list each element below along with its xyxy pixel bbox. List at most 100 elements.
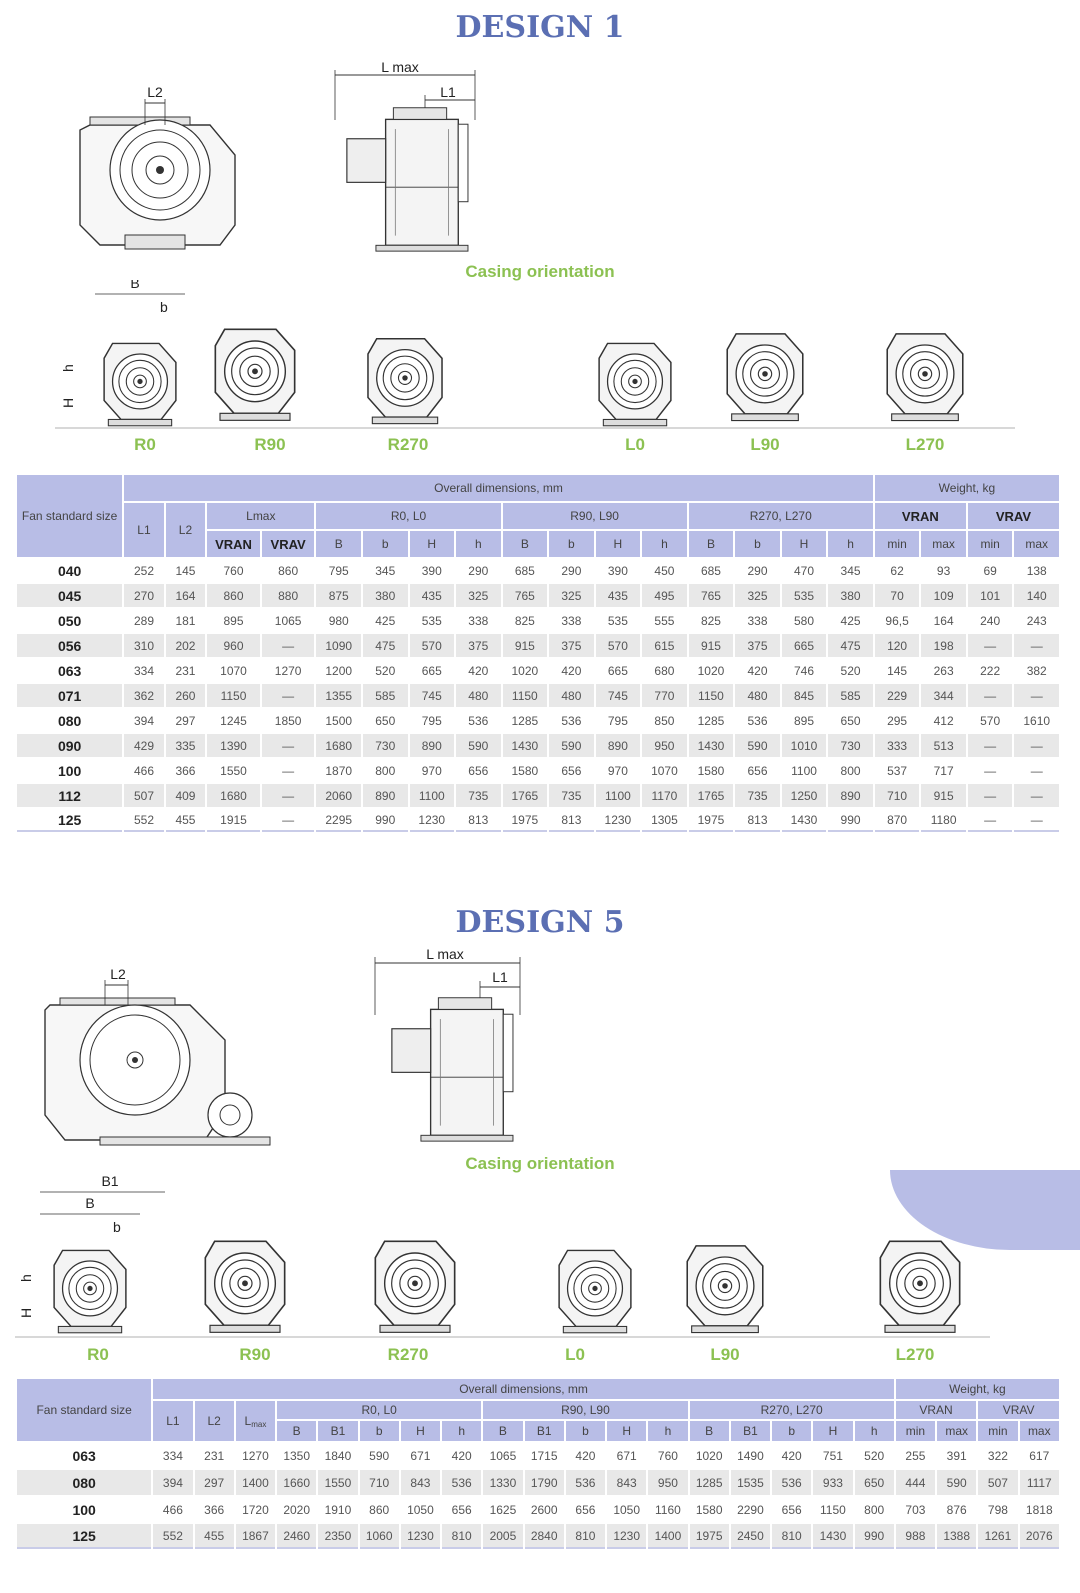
orientation-label-l270: L270 (905, 435, 945, 454)
table-cell: 325 (549, 584, 594, 607)
table-cell: 1065 (274, 613, 302, 628)
fan-size-cell: 125 (17, 1524, 152, 1549)
table-cell: 138 (1026, 563, 1047, 578)
table-cell: 915 (688, 634, 734, 657)
table-cell: 380 (362, 584, 408, 607)
table-cell: 765 (502, 584, 548, 607)
table-cell: 2840 (524, 1524, 564, 1549)
sub-col-header: h (456, 531, 501, 557)
table-cell: 880 (261, 584, 315, 607)
table-cell: 1975 (502, 809, 548, 832)
table-cell: 570 (980, 713, 1001, 728)
table-cell: 1680 (207, 784, 260, 807)
table-cell: — (261, 784, 315, 807)
table-cell: — (1014, 634, 1059, 657)
table-cell: 810 (772, 1524, 812, 1549)
table-cell: 552 (124, 809, 164, 832)
table-cell: 252 (133, 563, 154, 578)
table-cell: 735 (549, 784, 594, 807)
orientation-label-l90: L90 (750, 435, 780, 454)
table-cell: 322 (987, 1448, 1008, 1463)
weight-vran-header: VRAN (895, 1401, 977, 1419)
table-cell: 656 (468, 763, 489, 778)
table-cell: 344 (921, 684, 966, 707)
table-cell: 825 (514, 613, 535, 628)
table-cell: 164 (165, 584, 206, 607)
table-cell: 665 (781, 634, 827, 657)
table-cell: 800 (864, 1502, 885, 1517)
l2-label: L2 (147, 85, 163, 100)
weight-vrav-header: VRAV (978, 1401, 1059, 1419)
table-cell: 394 (153, 1470, 193, 1495)
sub-col-header: b (565, 1421, 606, 1441)
table-cell: 101 (967, 584, 1013, 607)
table-cell: 590 (456, 734, 501, 757)
group-r0-l0-header: R0, L0 (277, 1401, 482, 1419)
table-cell: 240 (980, 613, 1001, 628)
table-cell: 1060 (359, 1524, 399, 1549)
table-cell: 656 (747, 763, 768, 778)
lmax-vran-header: VRAN (207, 531, 260, 557)
table-cell: 1180 (921, 809, 966, 832)
design-5-side-view-drawing: L max L1 (374, 946, 521, 1142)
table-cell: 2020 (283, 1502, 311, 1517)
table-cell: 585 (362, 684, 408, 707)
table-cell: 2450 (730, 1524, 771, 1549)
table-cell: 717 (933, 763, 954, 778)
sub-col-header: H (409, 531, 455, 557)
sub-col-header: b (549, 531, 594, 557)
table-cell: 1285 (697, 713, 725, 728)
table-cell: 334 (133, 663, 154, 678)
table-cell: 338 (561, 613, 582, 628)
lmax-header: Lmax (207, 503, 315, 529)
table-cell: 1430 (813, 1524, 853, 1549)
table-cell: 260 (165, 684, 206, 707)
table-cell: 412 (933, 713, 954, 728)
table-cell: 145 (887, 663, 908, 678)
group-r0-l0-header: R0, L0 (316, 503, 501, 529)
table-cell: 1020 (695, 1448, 723, 1463)
table-cell: 875 (316, 584, 361, 607)
table-cell: 990 (828, 809, 873, 832)
table-cell: 1660 (277, 1470, 317, 1495)
table-cell: 860 (207, 584, 260, 607)
table-cell: 338 (747, 613, 768, 628)
table-cell: 1915 (207, 809, 260, 832)
table-cell: 475 (362, 634, 408, 657)
table-cell: 470 (794, 563, 815, 578)
table-cell: 520 (840, 663, 861, 678)
table-cell: 590 (735, 734, 780, 757)
table-cell: 1230 (607, 1524, 647, 1549)
l1-label: L1 (492, 969, 508, 985)
table-cell: 140 (1014, 584, 1059, 607)
table-cell: 1765 (502, 784, 548, 807)
table-cell: — (1014, 684, 1059, 707)
table-cell: 1150 (207, 684, 260, 707)
design-1-casing-orientation-diagrams: B b h H (55, 280, 1015, 429)
table-cell: 1050 (613, 1502, 641, 1517)
weight-header: Weight, kg (874, 475, 1059, 501)
table-cell: 1550 (318, 1470, 358, 1495)
table-cell: 290 (747, 563, 768, 578)
table-cell: 685 (514, 563, 535, 578)
design-1-dimensions-table: Fan standard size Overall dimensions, mm… (15, 473, 1061, 834)
table-cell: 164 (933, 613, 954, 628)
lmax-vrav-header: VRAV (261, 531, 315, 557)
table-cell: 703 (905, 1502, 926, 1517)
table-cell: 960 (207, 634, 260, 657)
table-cell: 1150 (688, 684, 734, 707)
orientation-label-l0: L0 (565, 1345, 585, 1364)
table-cell: 345 (840, 563, 861, 578)
table-cell: 536 (561, 713, 582, 728)
table-cell: 813 (735, 809, 780, 832)
weight-min-header: min (895, 1421, 936, 1441)
sub-col-header: b (772, 1421, 812, 1441)
fan-size-cell: 125 (17, 809, 123, 832)
table-cell: 435 (595, 584, 641, 607)
table-cell: 1580 (697, 763, 725, 778)
table-cell: 685 (700, 563, 721, 578)
sub-col-header: b (735, 531, 780, 557)
table-cell: 656 (575, 1502, 596, 1517)
